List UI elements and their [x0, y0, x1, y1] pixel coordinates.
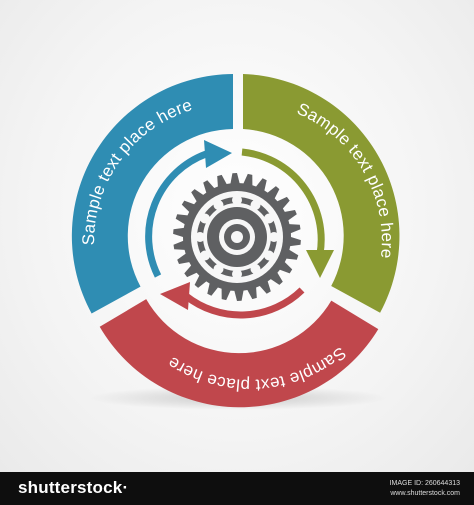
cycle-diagram: Sample text place here Sample text place… [71, 74, 400, 410]
arrow-green-arc [241, 148, 325, 255]
gear-bearing [213, 200, 224, 210]
gear-icon [173, 173, 301, 301]
gear-bearing [200, 250, 210, 261]
segment-red [99, 299, 379, 408]
image-id-label: IMAGE ID: 260644313 [389, 480, 460, 487]
gear-bearing [250, 200, 261, 210]
brand-dot: · [122, 478, 129, 497]
arrow-red-head [160, 282, 190, 310]
brand-logo: shutterstock· [18, 478, 128, 498]
footer-bar: shutterstock· IMAGE ID: 260644313 www.sh… [0, 472, 474, 505]
gear-bearing [213, 264, 224, 274]
gear-bearing [232, 269, 242, 279]
gear-bearing [264, 213, 274, 224]
gear-bearing [195, 232, 205, 242]
gear-axle-hole [231, 231, 243, 243]
image-id-info: IMAGE ID: 260644313 www.shutterstock.com [390, 479, 460, 499]
brand-name: shutterstock [18, 478, 123, 497]
arrow-green-head [306, 250, 334, 278]
gear-bearing [200, 213, 210, 224]
arrow-red-arc [183, 287, 305, 319]
site-url: www.shutterstock.com [390, 490, 460, 497]
segment-green [243, 74, 400, 313]
arrow-blue-arc [145, 150, 208, 278]
gear-bearing [232, 195, 242, 205]
arrow-blue-head [204, 140, 232, 168]
diagram-stage: Sample text place here Sample text place… [0, 0, 474, 472]
segment-blue [71, 74, 234, 314]
gear-bearing [269, 232, 279, 242]
gear-bearing [264, 250, 274, 261]
gear-bearing [250, 264, 261, 274]
